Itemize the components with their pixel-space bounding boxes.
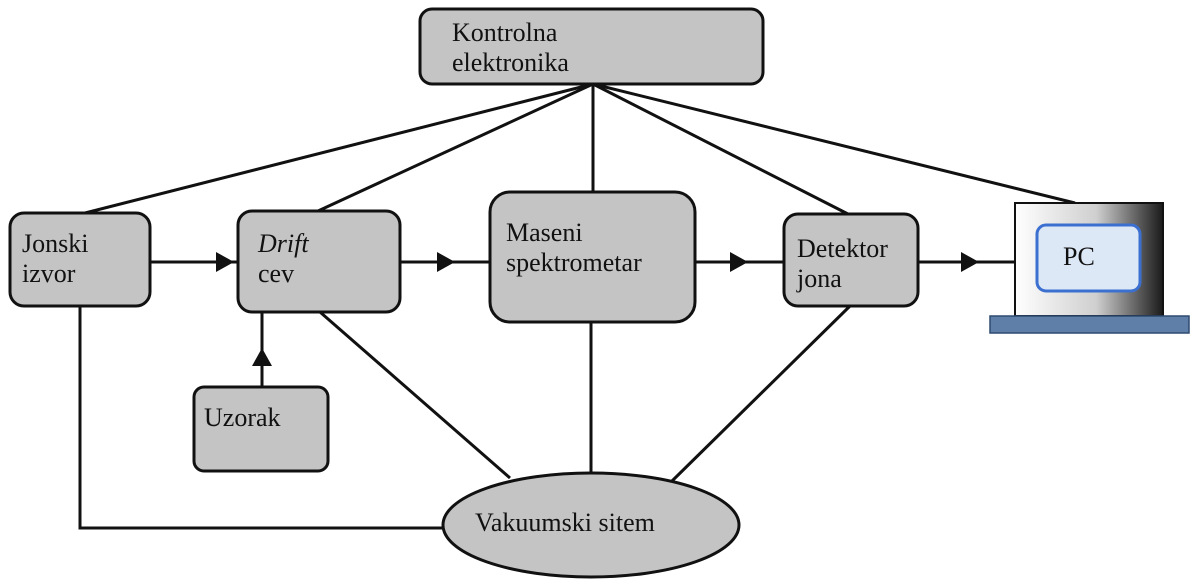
ion-source-box (8, 211, 152, 308)
vacuum-system-ellipse (441, 471, 741, 579)
ion-source-label-line1: Jonski (22, 229, 89, 258)
arrowhead-2 (437, 252, 455, 272)
arrowheads (216, 252, 979, 366)
control-label-line2: elektronika (452, 48, 569, 77)
pc-icon (989, 202, 1190, 334)
pc-label: PC (1063, 242, 1095, 271)
drift-tube-label: Drift cev (258, 229, 309, 289)
pc-screen (1035, 223, 1142, 293)
detector-label-line2: jona (797, 264, 842, 293)
ion-source-label-line2: izvor (22, 259, 76, 288)
control-electronics-box (418, 7, 765, 86)
mass-spec-label-line1: Maseni (506, 218, 583, 247)
mass-spectrometer-box (488, 190, 697, 324)
control-lines (84, 82, 1076, 216)
control-label-line1: Kontrolna (452, 18, 558, 47)
drift-tube-label-line1: Drift (258, 229, 309, 258)
vacuum-system-label: Vakuumski sitem (475, 508, 655, 537)
drift-tube-box (236, 209, 402, 314)
line-control-drift (317, 82, 594, 213)
boxes (8, 7, 920, 579)
drift-tube-label-line2: cev (258, 259, 295, 288)
line-detector-vacuum (670, 304, 852, 483)
detector-label-line1: Detektor (797, 234, 888, 263)
sample-label: Uzorak (204, 403, 281, 432)
line-control-pc (592, 82, 1076, 205)
vacuum-lines (78, 304, 852, 530)
detector-label: Detektor jona (797, 234, 888, 294)
mass-spec-label-line2: spektrometar (506, 248, 642, 277)
arrowhead-1 (216, 252, 234, 272)
ion-source-label: Jonski izvor (22, 229, 88, 289)
line-ion-source-vacuum (78, 306, 446, 530)
mass-spectrometer-label: Maseni spektrometar (506, 218, 642, 278)
arrowhead-3 (730, 252, 748, 272)
arrowhead-5 (252, 348, 272, 366)
detector-box (782, 212, 920, 308)
pc-base (989, 315, 1190, 334)
sample-box (192, 385, 330, 473)
control-electronics-label: Kontrolna elektronika (452, 18, 569, 78)
line-control-detector (592, 82, 849, 216)
arrowhead-4 (961, 252, 979, 272)
line-drift-vacuum (319, 310, 511, 480)
line-control-ion-source (84, 82, 594, 215)
